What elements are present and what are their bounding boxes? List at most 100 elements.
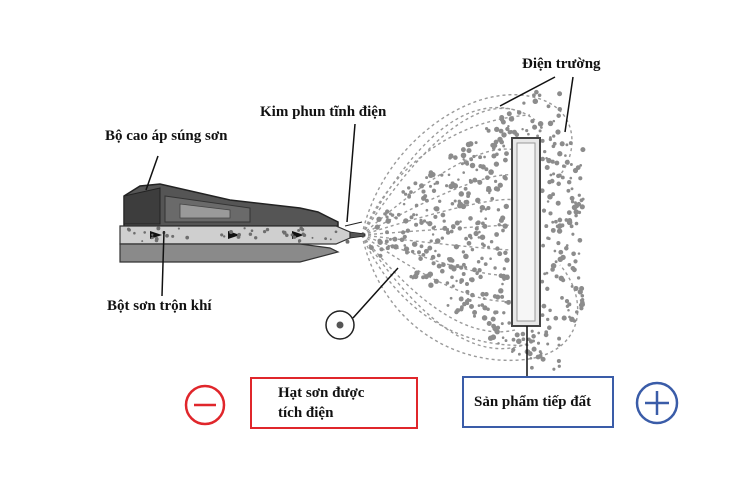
tube-particle	[254, 236, 258, 240]
paint-particle	[579, 204, 585, 210]
paint-particle	[502, 144, 506, 148]
paint-particle	[393, 244, 399, 250]
tube-particle	[150, 237, 153, 240]
paint-particle	[503, 157, 508, 163]
paint-particle	[414, 203, 419, 208]
paint-particle	[546, 104, 551, 109]
paint-particle	[497, 136, 503, 143]
paint-particle	[440, 212, 446, 218]
paint-particle	[574, 221, 579, 226]
paint-particle	[455, 264, 460, 268]
tube-particle	[143, 231, 146, 234]
paint-particle	[568, 141, 573, 146]
paint-particle	[427, 245, 433, 251]
tube-particle	[334, 230, 338, 234]
paint-particle	[463, 186, 468, 191]
paint-particle	[457, 178, 460, 181]
paint-particle	[535, 354, 541, 360]
paint-particle	[417, 250, 421, 255]
paint-particle	[504, 151, 509, 157]
paint-particle	[534, 91, 538, 95]
tube-particle	[292, 235, 297, 239]
paint-particle	[467, 233, 473, 239]
paint-particle	[399, 237, 405, 243]
tube-particle	[300, 227, 305, 232]
paint-particle	[467, 148, 471, 152]
paint-particle	[438, 199, 442, 203]
tube-particle	[151, 233, 154, 236]
paint-particle	[461, 250, 466, 254]
paint-particle	[570, 187, 574, 191]
paint-particle	[573, 209, 579, 215]
paint-particle	[451, 284, 455, 288]
paint-particle	[540, 126, 543, 129]
paint-particle	[547, 120, 554, 127]
paint-particle	[580, 294, 585, 298]
paint-particle	[461, 204, 466, 209]
paint-particle	[477, 304, 481, 307]
paint-particle	[556, 358, 561, 364]
tube-particle	[237, 232, 241, 237]
paint-particle	[576, 201, 582, 207]
electrostatic-needle	[349, 231, 366, 239]
paint-particle	[425, 176, 429, 180]
paint-particle	[425, 208, 429, 212]
paint-particle	[494, 329, 500, 335]
tube-particle	[185, 235, 190, 240]
paint-particle	[479, 234, 486, 240]
paint-particle	[573, 285, 579, 291]
paint-particle	[549, 178, 555, 184]
paint-particle	[469, 304, 474, 309]
paint-particle	[423, 248, 429, 254]
paint-particle	[403, 246, 410, 252]
paint-particle	[561, 315, 567, 321]
paint-particle	[494, 126, 500, 133]
tube-particle	[243, 227, 246, 230]
paint-particle	[483, 155, 486, 159]
tube-particle	[223, 235, 226, 238]
paint-particle	[571, 232, 575, 236]
paint-particle	[390, 244, 395, 249]
paint-particle	[469, 157, 474, 162]
paint-particle	[464, 265, 468, 269]
paint-particle	[504, 257, 510, 263]
paint-particle	[424, 198, 429, 203]
field-line	[361, 148, 516, 236]
paint-particle	[540, 138, 545, 143]
paint-particle	[411, 241, 418, 247]
paint-particle	[475, 197, 481, 203]
paint-particle	[550, 227, 556, 233]
paint-particle	[543, 272, 547, 276]
paint-particle	[554, 274, 559, 279]
paint-particle	[474, 141, 478, 145]
paint-particle	[465, 282, 469, 286]
paint-particle	[527, 351, 533, 357]
paint-particle	[537, 121, 544, 127]
paint-particle	[407, 186, 411, 190]
tube-particle	[165, 233, 169, 238]
paint-particle	[521, 337, 526, 342]
paint-particle	[405, 228, 411, 233]
paint-particle	[544, 165, 550, 170]
paint-particle	[440, 173, 444, 177]
paint-particle	[565, 304, 570, 308]
paint-particle	[475, 221, 480, 226]
paint-particle	[419, 244, 424, 249]
paint-particle	[435, 180, 440, 185]
grounded-product-label: Sản phẩm tiếp đất	[474, 394, 592, 410]
paint-particle	[496, 208, 501, 212]
paint-particle	[557, 106, 563, 112]
paint-particle	[431, 233, 435, 236]
paint-particle	[445, 184, 449, 188]
paint-particle	[414, 222, 419, 227]
paint-particle	[460, 152, 467, 159]
paint-particle	[547, 237, 551, 241]
paint-particle	[545, 286, 550, 291]
tube-particle	[311, 236, 314, 239]
paint-particle	[487, 335, 494, 341]
tube-particle	[171, 234, 175, 238]
paint-particle	[433, 206, 438, 211]
negative-polarity-icon	[184, 384, 226, 426]
paint-particle	[468, 179, 473, 184]
paint-particle	[436, 253, 441, 258]
